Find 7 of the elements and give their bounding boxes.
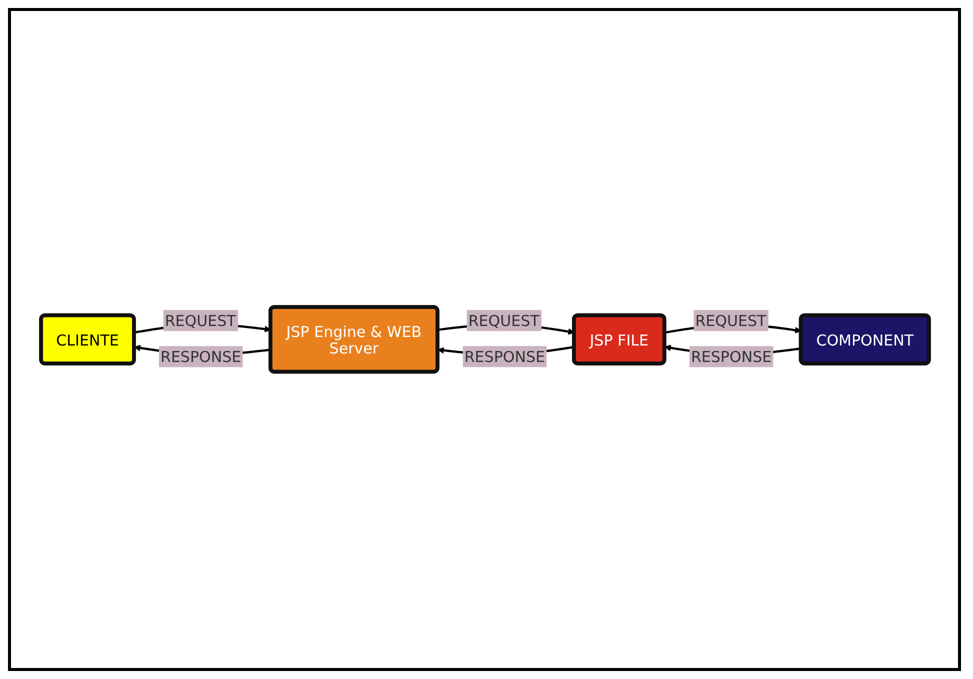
edge-label: REQUEST <box>694 312 766 330</box>
edge-label: RESPONSE <box>464 348 545 366</box>
flowchart: REQUEST RESPONSE REQUEST RESPONSE REQUEST RESPONSE CLIENTE JSP Engine & WEB Server JSP FILE COMPONENT <box>34 301 934 378</box>
edge-label: REQUEST <box>164 312 236 330</box>
edge-label: RESPONSE <box>690 348 772 366</box>
edge-label: RESPONSE <box>160 348 241 366</box>
edge-label: REQUEST <box>468 312 539 330</box>
